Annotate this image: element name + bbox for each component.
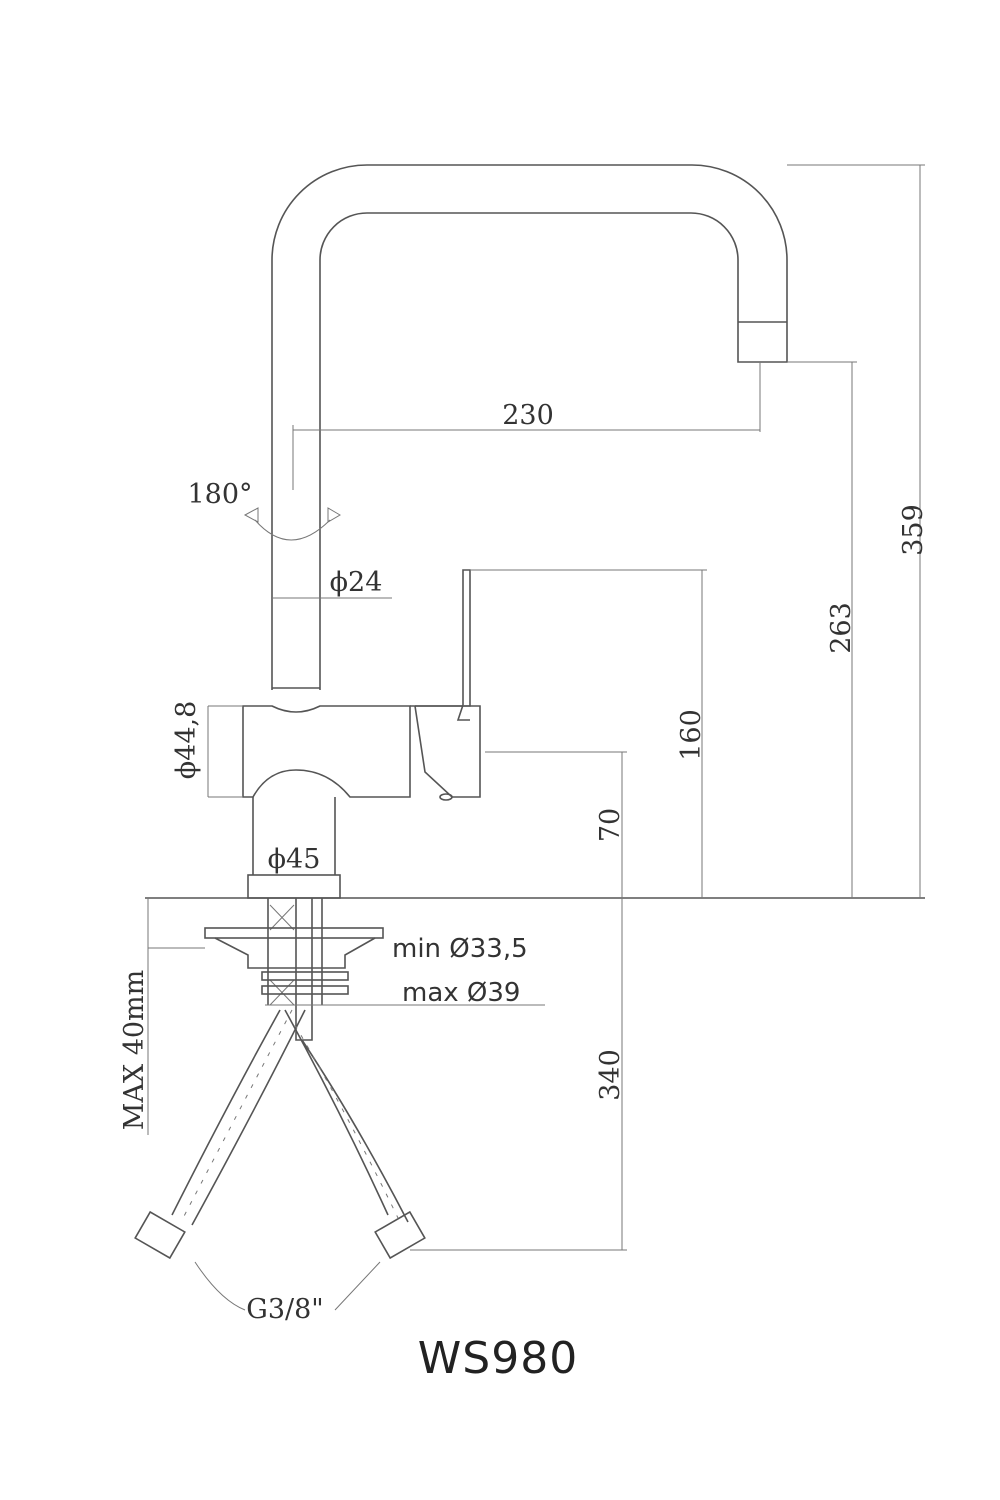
hoses [134, 1009, 426, 1260]
dim-spout-height: 263 [826, 602, 857, 654]
dim-spout-reach: 230 [502, 400, 554, 431]
dim-hole-min: min Ø33,5 [392, 934, 528, 964]
dim-body-diameter: ϕ44,8 [171, 701, 202, 780]
dim-connection: G3/8" [246, 1294, 323, 1325]
dim-base-diameter: ϕ45 [268, 844, 321, 875]
spout [271, 164, 788, 690]
dimension-lines [147, 164, 925, 1311]
dim-total-height: 359 [898, 504, 929, 556]
dim-lever-height: 160 [676, 709, 707, 761]
dim-hose-length: 340 [595, 1049, 626, 1101]
dim-body-height: 70 [595, 808, 626, 842]
dim-rotation: 180° [187, 479, 252, 510]
mounting-assembly [204, 898, 545, 1041]
dim-spout-diameter: ϕ24 [330, 567, 383, 598]
dim-hole-max: max Ø39 [402, 978, 520, 1008]
dim-max-thickness: MAX 40mm [119, 970, 150, 1131]
model-name: WS980 [418, 1333, 578, 1384]
